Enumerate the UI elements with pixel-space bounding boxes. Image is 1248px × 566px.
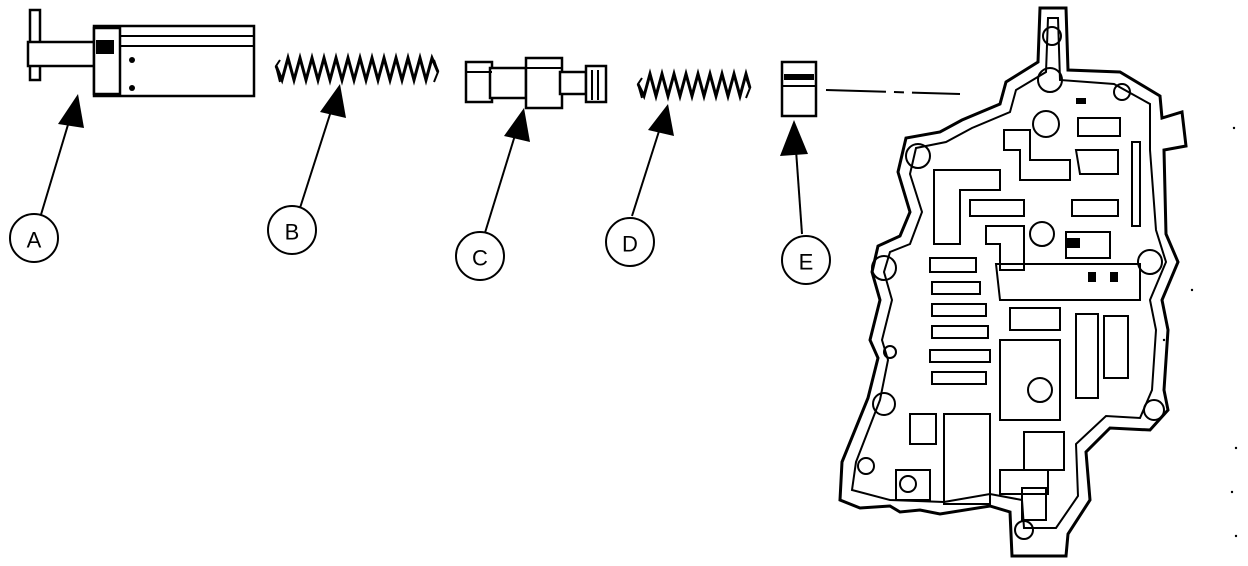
valve-sleeve-icon — [26, 8, 256, 98]
callout-d: D — [605, 217, 655, 267]
leader-arrows — [39, 84, 808, 237]
plug-icon — [780, 60, 961, 118]
spring-icon — [274, 52, 440, 86]
callout-a: A — [9, 213, 59, 263]
callout-e: E — [781, 235, 831, 285]
callout-label-e: E — [799, 250, 814, 275]
callout-label-d: D — [622, 232, 638, 257]
callout-label-a: A — [27, 228, 42, 253]
spring-icon — [636, 68, 752, 102]
callout-label-c: C — [472, 246, 488, 271]
scan-specks — [1162, 126, 1238, 538]
spool-valve-icon — [464, 56, 608, 110]
valve-body-icon — [838, 6, 1188, 558]
callout-b: B — [267, 205, 317, 255]
callout-label-b: B — [285, 220, 300, 245]
callout-c: C — [455, 231, 505, 281]
